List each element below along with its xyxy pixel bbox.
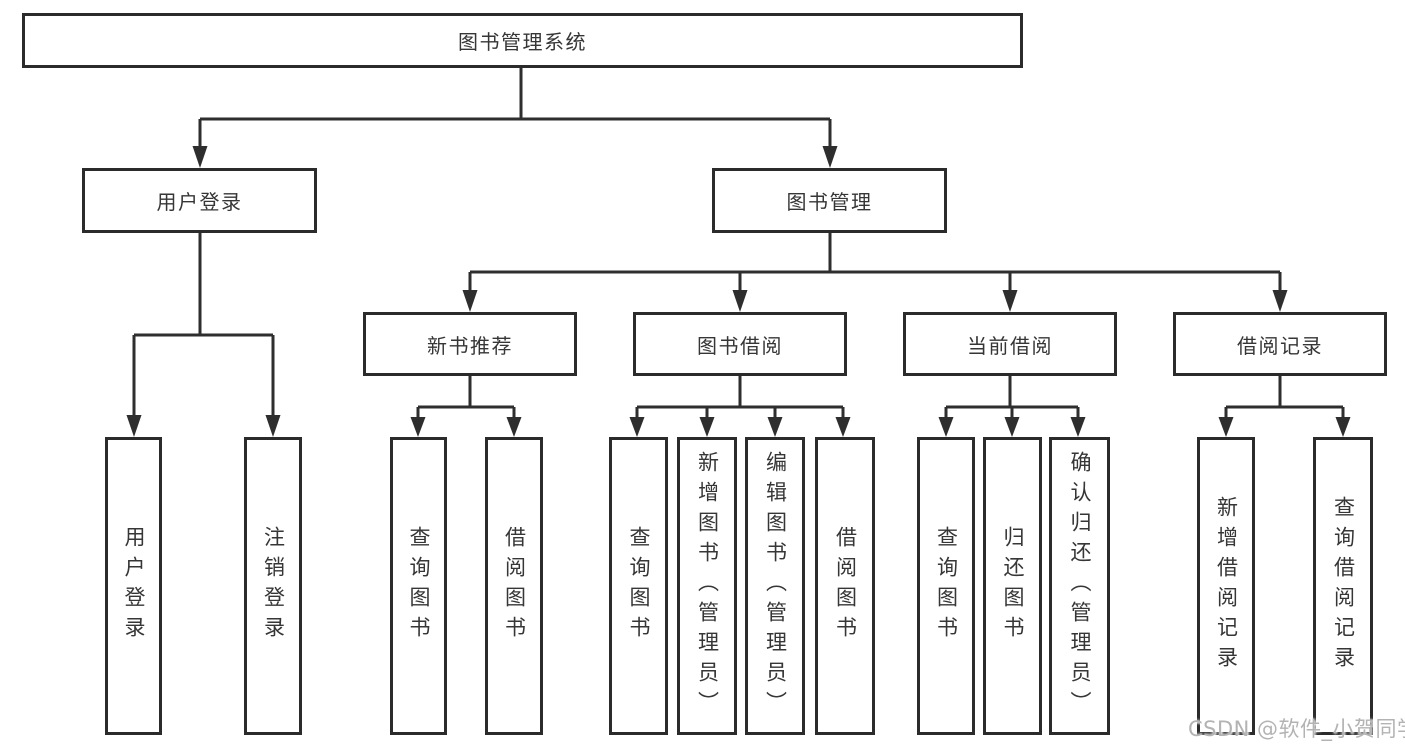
leaf-label: 注销登录 xyxy=(261,526,286,646)
leaf-query-books-3: 查询图书 xyxy=(917,437,975,735)
leaf-label: 查询图书 xyxy=(934,526,959,646)
leaf-label: 归还图书 xyxy=(1001,526,1025,646)
leaf-query-books-2: 查询图书 xyxy=(609,437,668,735)
connector-book-borrow-children xyxy=(629,376,851,437)
leaf-return-book: 归还图书 xyxy=(983,437,1042,735)
node-book-borrowing: 图书借阅 xyxy=(633,312,847,376)
connector-user-login-children xyxy=(126,233,281,437)
leaf-label: 查询图书 xyxy=(407,526,431,646)
node-new-book-recommend: 新书推荐 xyxy=(363,312,577,376)
leaf-add-borrow-record: 新增借阅记录 xyxy=(1197,437,1255,735)
leaf-add-book-admin: 新增图书（管理员） xyxy=(677,437,737,735)
leaf-borrow-books-1: 借阅图书 xyxy=(485,437,543,735)
node-root: 图书管理系统 xyxy=(22,13,1023,68)
leaf-label: 新增图书（管理员） xyxy=(695,451,720,721)
node-user-login: 用户登录 xyxy=(82,168,317,233)
leaf-label: 借阅图书 xyxy=(833,526,858,646)
leaf-label: 确认归还（管理员） xyxy=(1068,451,1092,721)
leaf-label: 用户登录 xyxy=(122,526,146,646)
leaf-query-borrow-record: 查询借阅记录 xyxy=(1313,437,1373,735)
leaf-query-books-1: 查询图书 xyxy=(390,437,447,735)
connector-new-book-children xyxy=(410,376,522,437)
leaf-label: 新增借阅记录 xyxy=(1214,496,1239,676)
leaf-label: 查询图书 xyxy=(627,526,651,646)
leaf-user-login: 用户登录 xyxy=(105,437,162,735)
leaf-label: 查询借阅记录 xyxy=(1331,496,1356,676)
leaf-borrow-books-2: 借阅图书 xyxy=(815,437,875,735)
leaf-edit-book-admin: 编辑图书（管理员） xyxy=(745,437,805,735)
leaf-confirm-return-admin: 确认归还（管理员） xyxy=(1049,437,1110,735)
connector-borrow-record-children xyxy=(1218,376,1351,437)
connector-book-mgmt-to-level3 xyxy=(462,233,1288,312)
leaf-label: 编辑图书（管理员） xyxy=(763,451,788,721)
connector-current-borrow-children xyxy=(938,376,1086,437)
node-current-borrowing: 当前借阅 xyxy=(903,312,1117,376)
leaf-label: 借阅图书 xyxy=(502,526,527,646)
node-book-management: 图书管理 xyxy=(712,168,947,233)
leaf-logout: 注销登录 xyxy=(244,437,302,735)
csdn-watermark: CSDN @软件_小贺同学 xyxy=(1188,717,1405,741)
node-borrowing-records: 借阅记录 xyxy=(1173,312,1387,376)
connector-root-to-level2 xyxy=(192,68,838,168)
